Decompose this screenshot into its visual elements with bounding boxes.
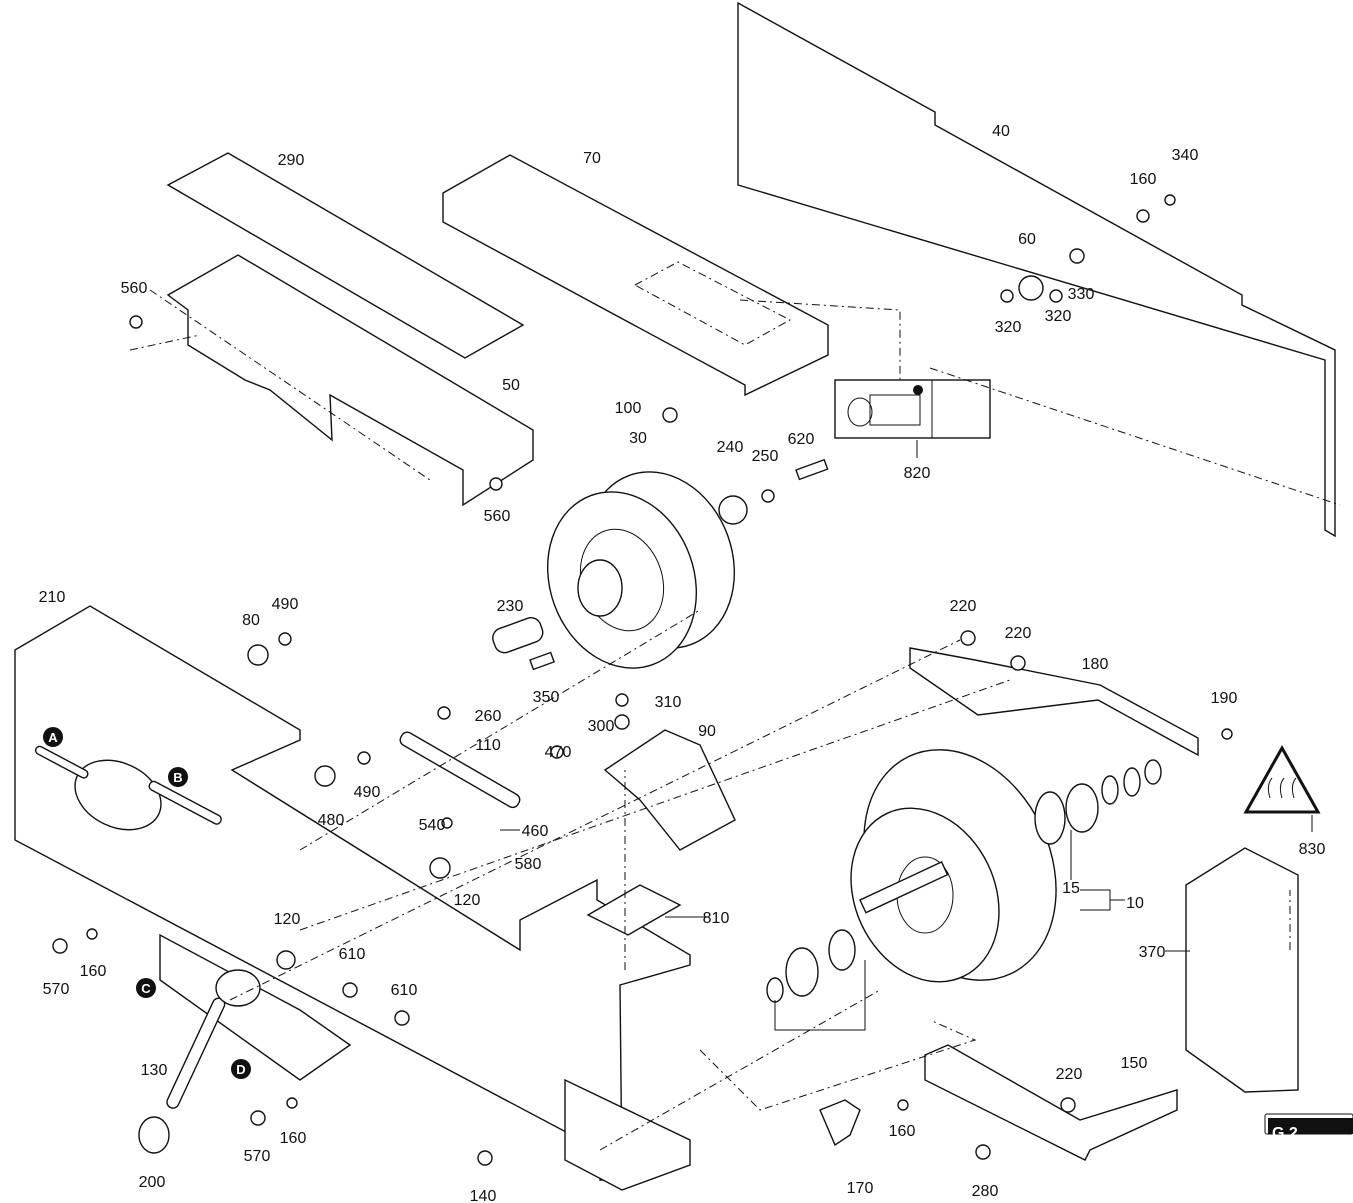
part-label: 280 bbox=[972, 1183, 999, 1200]
part-label: 340 bbox=[1172, 147, 1199, 164]
knob-170 bbox=[819, 1099, 861, 1147]
svg-text:B: B bbox=[173, 770, 182, 785]
wheel-30 bbox=[546, 471, 736, 669]
reference-marker-b: B bbox=[168, 767, 188, 787]
svg-text:A: A bbox=[48, 730, 58, 745]
reference-marker-a: A bbox=[43, 727, 63, 747]
part-label: 140 bbox=[470, 1188, 497, 1203]
svg-text:D: D bbox=[236, 1062, 245, 1077]
part-label: 220 bbox=[1056, 1066, 1083, 1083]
handle-130 bbox=[166, 997, 226, 1109]
part-label: 160 bbox=[80, 963, 107, 980]
part-label: 50 bbox=[502, 377, 520, 394]
part-label: 190 bbox=[1211, 690, 1238, 707]
part-label: 460 bbox=[522, 823, 549, 840]
part-label: 260 bbox=[475, 708, 502, 725]
part-label: 30 bbox=[629, 430, 647, 447]
drive-wheel bbox=[850, 749, 1057, 983]
part-label: 560 bbox=[484, 508, 511, 525]
part-label: 330 bbox=[1068, 286, 1095, 303]
part-label: 300 bbox=[588, 718, 615, 735]
part-labels: 290 70 40 340 160 60 330 320 320 560 50 … bbox=[39, 123, 1326, 1203]
arm-180 bbox=[909, 647, 1199, 757]
part-label: 220 bbox=[1005, 625, 1032, 642]
part-label: 470 bbox=[545, 744, 572, 761]
part-label: 480 bbox=[318, 812, 345, 829]
part-label: 350 bbox=[533, 689, 560, 706]
part-label: 110 bbox=[475, 737, 501, 754]
part-label: 15 bbox=[1062, 880, 1080, 897]
part-label: 120 bbox=[454, 892, 481, 909]
part-label: 150 bbox=[1121, 1055, 1148, 1072]
svg-text:C: C bbox=[141, 981, 151, 996]
part-label: 130 bbox=[141, 1062, 168, 1079]
part-label: 220 bbox=[950, 598, 977, 615]
part-label: 830 bbox=[1299, 841, 1326, 858]
fasteners bbox=[52, 194, 1233, 1166]
reference-marker-d: D bbox=[231, 1059, 251, 1079]
part-label: 370 bbox=[1139, 944, 1166, 961]
cover-70 bbox=[442, 154, 829, 397]
document-820 bbox=[834, 379, 991, 439]
part-label: 490 bbox=[272, 596, 299, 613]
part-label: 320 bbox=[995, 319, 1022, 336]
bushing-230 bbox=[492, 617, 544, 654]
part-label: 10 bbox=[1126, 895, 1144, 912]
bracket-90 bbox=[603, 729, 736, 851]
part-label: 160 bbox=[889, 1123, 916, 1140]
guard-50 bbox=[166, 254, 534, 507]
assembly-lines bbox=[129, 289, 1341, 1151]
part-label: 610 bbox=[391, 982, 418, 999]
corner-badge: G 2... bbox=[1264, 1113, 1353, 1142]
part-label: 810 bbox=[703, 910, 730, 927]
part-label: 40 bbox=[992, 123, 1010, 140]
part-label: 560 bbox=[121, 280, 148, 297]
leader-lines bbox=[500, 440, 1313, 1031]
part-label: 570 bbox=[244, 1148, 271, 1165]
knob-200 bbox=[138, 1116, 170, 1154]
part-label: 170 bbox=[847, 1180, 874, 1197]
part-label: 90 bbox=[698, 723, 716, 740]
part-label: 80 bbox=[242, 612, 260, 629]
part-label: 60 bbox=[1018, 231, 1036, 248]
sheet-290 bbox=[166, 152, 525, 359]
cover-370 bbox=[1185, 847, 1299, 1093]
part-label: 610 bbox=[339, 946, 366, 963]
sheet-810 bbox=[586, 884, 682, 936]
part-label: 160 bbox=[1130, 171, 1157, 188]
part-label: 180 bbox=[1082, 656, 1109, 673]
part-label: 240 bbox=[717, 439, 744, 456]
part-label: 200 bbox=[139, 1174, 166, 1191]
part-label: 580 bbox=[515, 856, 542, 873]
part-label: 490 bbox=[354, 784, 381, 801]
part-label: 230 bbox=[497, 598, 524, 615]
reference-marker-c: C bbox=[136, 978, 156, 998]
part-label: 570 bbox=[43, 981, 70, 998]
part-label: 120 bbox=[274, 911, 301, 928]
part-label: 250 bbox=[752, 448, 779, 465]
svg-text:G 2...: G 2... bbox=[1272, 1125, 1311, 1142]
side-panel-40 bbox=[737, 1, 1336, 538]
gas-spring-110 bbox=[399, 731, 521, 809]
part-label: 320 bbox=[1045, 308, 1072, 325]
part-label: 620 bbox=[788, 431, 815, 448]
part-label: 100 bbox=[615, 400, 642, 417]
part-label: 290 bbox=[278, 152, 305, 169]
bearings bbox=[766, 759, 1162, 1003]
part-label: 70 bbox=[583, 150, 601, 167]
part-label: 540 bbox=[419, 817, 446, 834]
part-label: 310 bbox=[655, 694, 682, 711]
part-label: 820 bbox=[904, 465, 931, 482]
part-label: 160 bbox=[280, 1130, 307, 1147]
lever-150 bbox=[924, 1044, 1178, 1161]
part-label: 210 bbox=[39, 589, 66, 606]
